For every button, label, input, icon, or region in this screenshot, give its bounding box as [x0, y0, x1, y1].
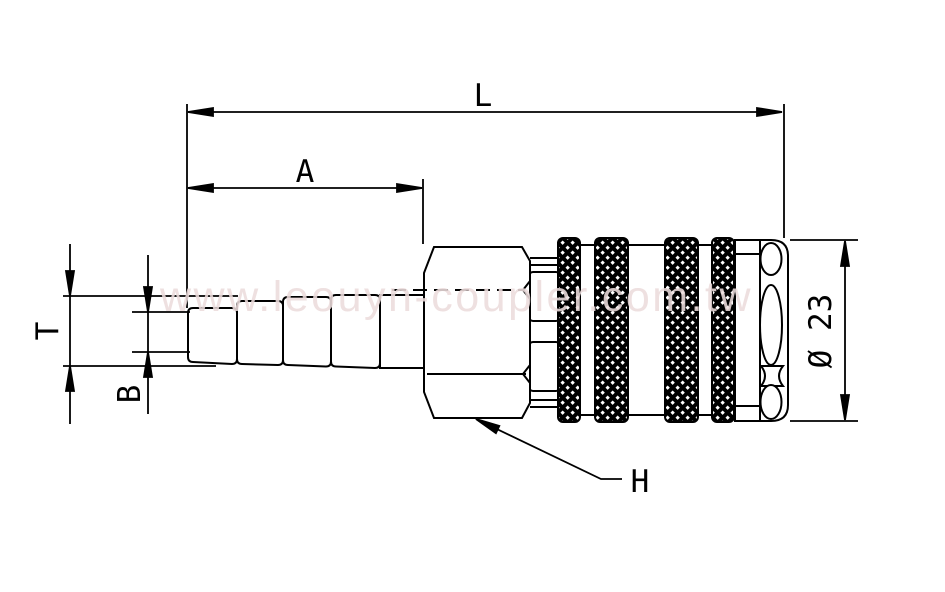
- hex-nut: [392, 246, 531, 419]
- end-face-detail: [758, 365, 786, 387]
- label-body-diameter: Ø 23: [803, 294, 839, 369]
- leader-line: [475, 418, 622, 480]
- dimension-A: [187, 179, 424, 244]
- label-tail-diameter: T: [30, 322, 66, 341]
- dimension-T: [63, 244, 238, 424]
- arrowhead: [187, 106, 214, 118]
- hose-barb: [187, 294, 425, 370]
- arrowhead: [142, 351, 154, 378]
- callout-H: [475, 418, 622, 480]
- arrowhead: [64, 365, 76, 392]
- end-face-detail: [759, 384, 783, 420]
- end-face-detail: [759, 242, 783, 276]
- dimension-B: [132, 255, 190, 414]
- arrowhead: [187, 182, 214, 194]
- label-hex: H: [631, 464, 650, 500]
- label-bore-diameter: B: [112, 385, 148, 404]
- coupler-sleeve: [557, 239, 789, 422]
- label-overall-length: L: [474, 78, 493, 114]
- sleeve-body: [557, 244, 736, 416]
- knurl-band: [711, 237, 735, 423]
- knurl-band: [557, 237, 581, 423]
- arrowhead: [64, 270, 76, 297]
- knurled-bands: [557, 237, 735, 423]
- arrowhead: [396, 182, 423, 194]
- dimension-body-diameter: [790, 239, 858, 422]
- arrowhead: [142, 286, 154, 313]
- barb-segment: [330, 294, 381, 370]
- arrowhead: [839, 394, 851, 421]
- watermark-text: www.leouyn-coupler.com.tw: [159, 273, 753, 321]
- knurl-band: [664, 237, 699, 423]
- label-tail-length: A: [296, 154, 315, 190]
- dimension-L: [186, 104, 785, 308]
- arrowhead: [839, 240, 851, 267]
- arrowhead: [756, 106, 783, 118]
- knurl-band: [594, 237, 629, 423]
- end-face-detail: [759, 284, 783, 366]
- arrowhead: [475, 418, 501, 435]
